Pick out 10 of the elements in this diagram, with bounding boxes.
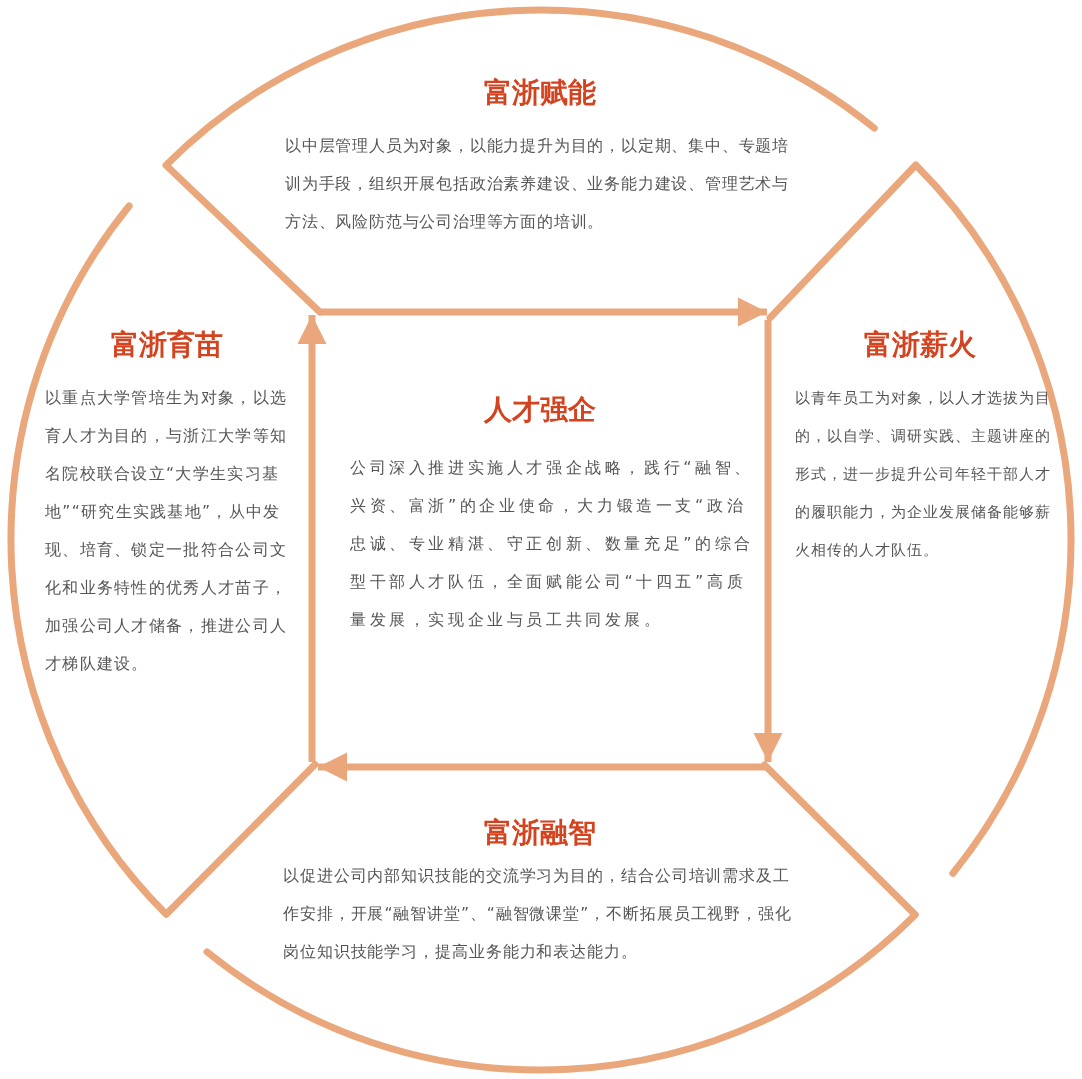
- section-heading: 富浙赋能: [484, 75, 596, 111]
- description-text: 以中层管理人员为对象，以能力提升为目的，以定期、集中、专题培训为手段，组织开展包括政治素养建设、业务能力建设、管理艺术与方法、风险防范与公司治理等方面的培训。: [285, 136, 790, 233]
- section-heading: 人才强企: [484, 392, 596, 428]
- description-text: 以青年员工为对象，以人才选拔为目的，以自学、调研实践、主题讲座的形式，进一步提升公司年轻干部人才的履职能力，为企业发展储备能够薪火相传的人才队伍。: [795, 388, 1052, 561]
- section-heading: 富浙育苗: [111, 327, 223, 363]
- description-text: 公司深入推进实施人才强企战略，践行“融智、兴资、富浙”的企业使命，大力锻造一支“政治忠诚、专业精湛、守正创新、数量充足”的综合型干部人才队伍，全面赋能公司“十四五”高质量发展，实现企业与员工共同发展。: [350, 457, 754, 631]
- section-heading: 富浙融智: [484, 815, 596, 851]
- section-heading: 富浙薪火: [864, 327, 976, 363]
- description-text: 以促进公司内部知识技能的交流学习为目的，结合公司培训需求及工作安排，开展“融智讲堂”、“融智微课堂”，不断拓展员工视野，强化岗位知识技能学习，提高业务能力和表达能力。: [283, 866, 793, 963]
- description-text: 以重点大学管培生为对象，以选育人才为目的，与浙江大学等知名院校联合设立“大学生实习基地”“研究生实践基地”，从中发现、培育、锁定一批符合公司文化和业务特性的优秀人才苗子，加强公司人才储备，推进公司人才梯队建设。: [45, 388, 289, 675]
